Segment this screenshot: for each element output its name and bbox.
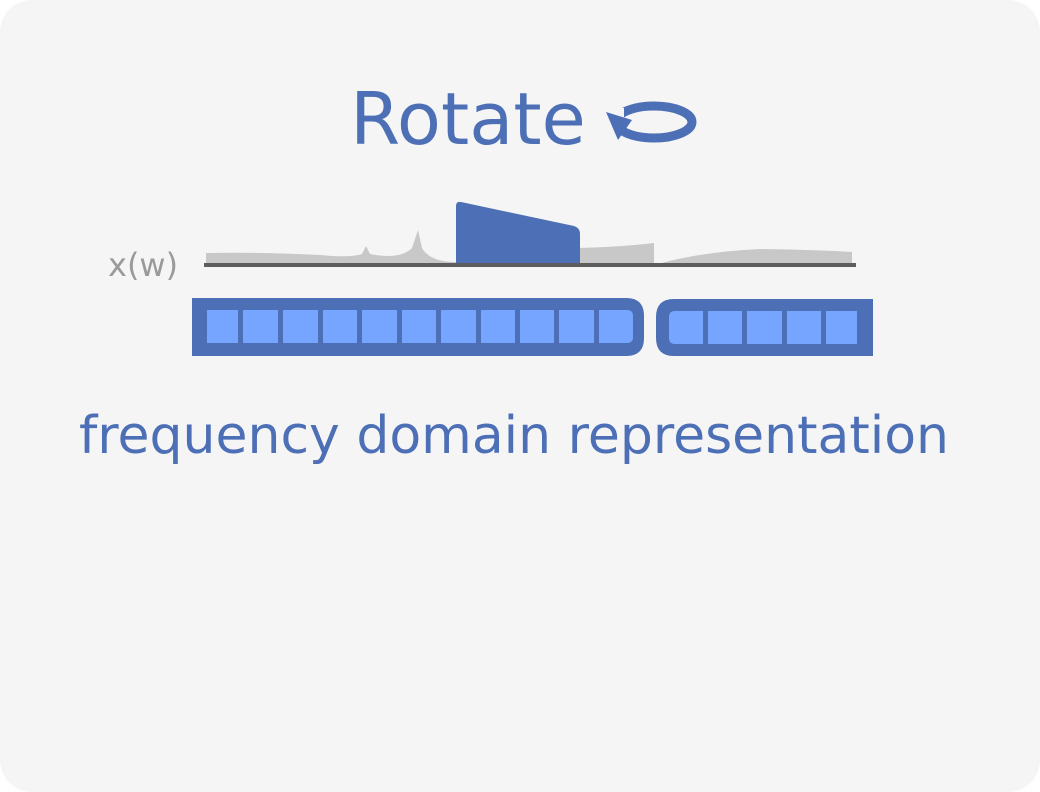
cell — [402, 310, 436, 343]
cell — [747, 311, 782, 344]
cell — [599, 310, 633, 343]
cell — [481, 310, 515, 343]
caption: frequency domain representation — [79, 406, 949, 466]
cell — [323, 310, 357, 343]
highlighted-band — [456, 201, 580, 264]
title: Rotate — [350, 77, 586, 161]
spectrum-curve-mid — [578, 243, 654, 264]
cell — [787, 311, 821, 344]
cell — [520, 310, 554, 343]
cell — [243, 310, 278, 343]
block-right — [656, 299, 873, 356]
block-left — [192, 298, 644, 356]
spectrum-curve-right — [658, 249, 852, 264]
spectrum-curve — [206, 230, 456, 264]
cell — [826, 311, 857, 344]
rotate-arrow-icon — [600, 101, 697, 143]
axis-label: x(w) — [108, 246, 178, 284]
cell — [559, 310, 594, 343]
cell — [441, 310, 476, 343]
cell — [669, 311, 703, 344]
cell — [207, 310, 238, 343]
cell — [283, 310, 318, 343]
cell — [362, 310, 397, 343]
cell — [708, 311, 742, 344]
